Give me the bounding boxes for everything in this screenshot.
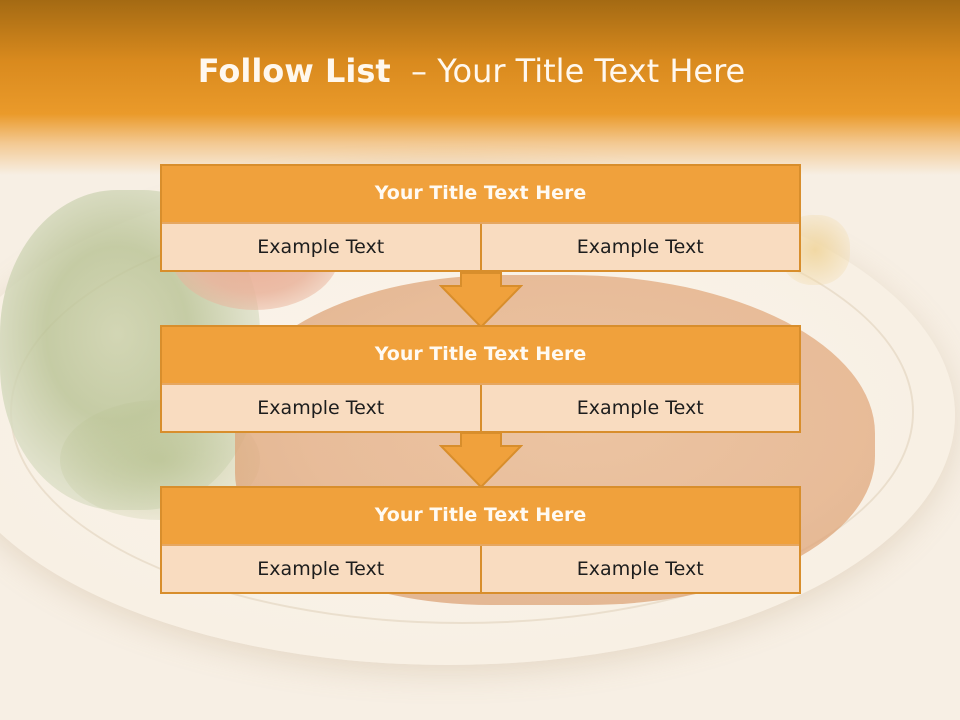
step-cell-right: Example Text — [479, 224, 800, 270]
step-title: Your Title Text Here — [162, 327, 799, 385]
step-cell-right: Example Text — [479, 546, 800, 592]
step-cell-left: Example Text — [257, 236, 385, 258]
step-title: Your Title Text Here — [162, 488, 799, 546]
title-bold: Follow List — [197, 52, 391, 90]
title-rest: – Your Title Text Here — [411, 52, 746, 90]
header-band — [0, 0, 960, 175]
step-cell-right: Example Text — [479, 385, 800, 431]
slide-title: Follow List – Your Title Text Here — [0, 52, 943, 90]
follow-step-2: Your Title Text Here Example Text Exampl… — [160, 325, 801, 433]
step-cell-left: Example Text — [257, 558, 385, 580]
step-cell-left: Example Text — [257, 397, 385, 419]
follow-step-1: Your Title Text Here Example Text Exampl… — [160, 164, 801, 272]
step-row: Example Text Example Text — [162, 546, 799, 592]
step-title: Your Title Text Here — [162, 166, 799, 224]
down-arrow-icon — [439, 432, 523, 488]
follow-step-3: Your Title Text Here Example Text Exampl… — [160, 486, 801, 594]
step-row: Example Text Example Text — [162, 385, 799, 431]
down-arrow-icon — [439, 272, 523, 328]
step-row: Example Text Example Text — [162, 224, 799, 270]
